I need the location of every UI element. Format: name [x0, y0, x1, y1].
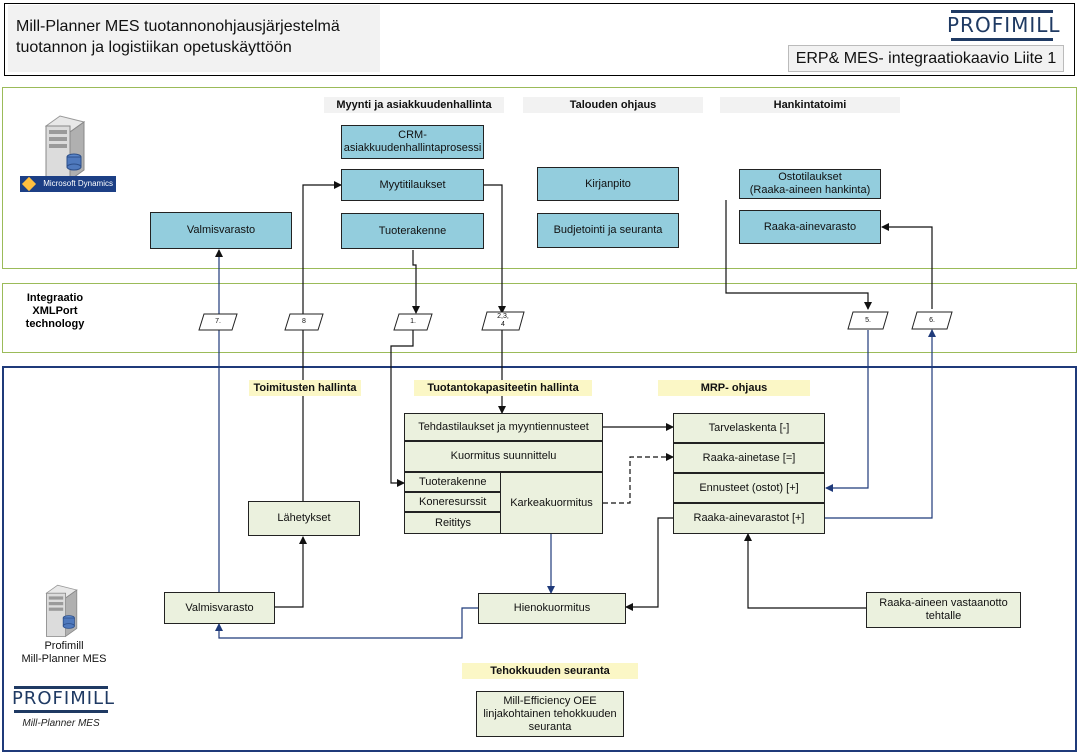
- profimill-logo: PROFIMILL: [947, 10, 1061, 41]
- oee-box[interactable]: Mill-Efficiency OEE linjakohtainen tehok…: [476, 691, 624, 737]
- shipments-box[interactable]: Lähetykset: [248, 501, 360, 536]
- flow-1-down: [412, 250, 420, 314]
- flow-234-down: [484, 184, 506, 314]
- flow-5-to-forecasts: [825, 330, 869, 492]
- erp-raw-stock-box[interactable]: Raaka-ainevarasto: [739, 210, 881, 244]
- flow-rough-to-balance: [603, 453, 674, 504]
- flow-8: [302, 181, 342, 505]
- mes-product-structure-box[interactable]: Tuoterakenne: [404, 472, 501, 492]
- erp-product-structure-box[interactable]: Tuoterakenne: [341, 213, 484, 249]
- flow-fine-to-finished: [215, 607, 478, 639]
- server-icon: [38, 112, 93, 182]
- section-title-efficiency: Tehokkuuden seuranta: [462, 663, 638, 679]
- factory-orders-box[interactable]: Tehdastilaukset ja myyntiennusteet: [404, 413, 603, 441]
- port-8: 8: [284, 313, 324, 331]
- purchase-orders-box[interactable]: Ostotilaukset (Raaka-aineen hankinta): [739, 169, 881, 199]
- crm-box[interactable]: CRM- asiakkuudenhallintaprosessi: [341, 125, 484, 159]
- profimill-logo-text: PROFIMILL: [947, 13, 1061, 37]
- flow-finished-to-shipments: [275, 536, 307, 608]
- sales-orders-box[interactable]: Myytitilaukset: [341, 169, 484, 201]
- section-title-delivery: Toimitusten hallinta: [249, 380, 361, 396]
- section-title-sales: Myynti ja asiakkuudenhallinta: [324, 97, 504, 113]
- erp-section: [2, 87, 1077, 269]
- mes-server-label: Profimill Mill-Planner MES: [21, 640, 107, 665]
- integration-label: Integraatio XMLPort technology: [25, 292, 85, 330]
- section-title-procurement: Hankintatoimi: [720, 97, 900, 113]
- flow-6-up: [825, 329, 936, 519]
- raw-receipt-box[interactable]: Raaka-aineen vastaanotto tehtalle: [866, 592, 1021, 628]
- routing-box[interactable]: Reititys: [404, 512, 501, 534]
- integration-section: [2, 283, 1077, 353]
- port-5: 5.: [847, 311, 889, 330]
- mes-profimill-logo: PROFIMILL Mill-Planner MES: [12, 684, 114, 736]
- title-line-1: Mill-Planner MES tuotannonohjausjärjeste…: [16, 18, 340, 35]
- budgeting-box[interactable]: Budjetointi ja seuranta: [537, 213, 679, 248]
- requirement-calc-box[interactable]: Tarvelaskenta [-]: [673, 413, 825, 443]
- port-7: 7.: [198, 313, 238, 331]
- mes-server-icon: [40, 582, 84, 638]
- fine-load-box[interactable]: Hienokuormitus: [478, 593, 626, 624]
- flow-receipt-to-rawstocks: [744, 533, 866, 609]
- section-title-mrp: MRP- ohjaus: [658, 380, 810, 396]
- rough-load-box[interactable]: Karkeakuormitus: [500, 472, 603, 534]
- microsoft-dynamics-logo: Microsoft Dynamics: [20, 176, 116, 192]
- flow-5-down: [725, 200, 872, 310]
- material-balance-box[interactable]: Raaka-ainetase [=]: [673, 443, 825, 473]
- port-6: 6.: [911, 311, 953, 330]
- forecasts-box[interactable]: Ennusteet (ostot) [+]: [673, 473, 825, 503]
- raw-stocks-box[interactable]: Raaka-ainevarastot [+]: [673, 503, 825, 534]
- accounting-box[interactable]: Kirjanpito: [537, 167, 679, 201]
- mes-finished-stock-box[interactable]: Valmisvarasto: [164, 592, 275, 624]
- port-2-3-4: 2,3, 4: [481, 311, 525, 331]
- section-title-capacity: Tuotantokapasiteetin hallinta: [414, 380, 592, 396]
- mes-section: [2, 366, 1077, 752]
- diagram-subtitle: ERP& MES- integraatiokaavio Liite 1: [788, 45, 1064, 72]
- flow-rawstocks-to-fine: [625, 517, 673, 611]
- section-title-finance: Talouden ohjaus: [523, 97, 703, 113]
- dynamics-icon: [21, 176, 37, 192]
- flow-6-to-rawstock: [881, 223, 933, 309]
- erp-finished-stock-box[interactable]: Valmisvarasto: [150, 212, 292, 249]
- flow-1-to-structure: [390, 330, 414, 487]
- page-title: Mill-Planner MES tuotannonohjausjärjeste…: [8, 5, 380, 72]
- port-1: 1.: [393, 313, 433, 331]
- header-frame: [4, 3, 1075, 76]
- machine-resources-box[interactable]: Koneresurssit: [404, 492, 501, 512]
- title-line-2: tuotannon ja logistiikan opetuskäyttöön: [16, 39, 292, 56]
- load-planning-box[interactable]: Kuormitus suunnittelu: [404, 441, 603, 472]
